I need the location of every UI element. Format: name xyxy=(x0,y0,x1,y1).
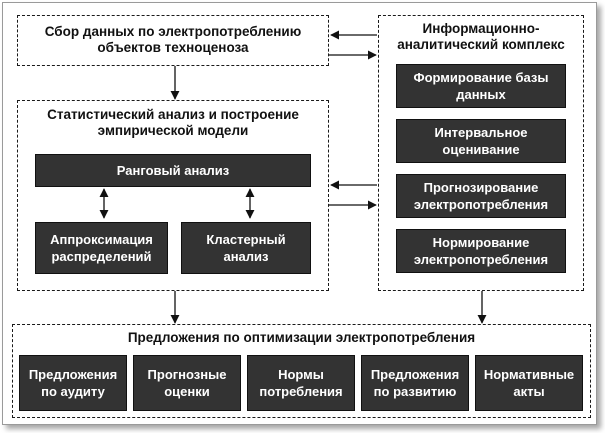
iac-item-interval-estimation: Интервальное оценивание xyxy=(396,119,566,163)
proposal-consumption-norms: Нормы потребления xyxy=(247,355,355,411)
proposal-audit: Предложения по аудиту xyxy=(19,355,127,411)
info-analytical-complex-title: Информационно- аналитический комплекс xyxy=(397,21,565,52)
statistical-analysis-box: Статистический анализ и построение эмпир… xyxy=(17,100,329,291)
rank-analysis-block: Ранговый анализ xyxy=(35,154,311,187)
proposals-title: Предложения по оптимизации электропотреб… xyxy=(127,330,476,345)
cluster-analysis-block: Кластерный анализ xyxy=(181,222,311,274)
iac-item-forecasting: Прогнозирование электропотребления xyxy=(396,174,566,218)
proposal-forecasts: Прогнозные оценки xyxy=(133,355,241,411)
iac-item-normalization: Нормирование электропотребления xyxy=(396,229,566,273)
proposal-development: Предложения по развитию xyxy=(361,355,469,411)
data-collection-title: Сбор данных по электропотреблению объект… xyxy=(44,24,302,55)
distribution-approximation-block: Аппроксимация распределений xyxy=(35,222,168,274)
data-collection-box: Сбор данных по электропотреблению объект… xyxy=(17,15,329,66)
statistical-analysis-title: Статистический анализ и построение эмпир… xyxy=(47,107,299,138)
proposals-box: Предложения по оптимизации электропотреб… xyxy=(12,324,591,418)
info-analytical-complex-box: Информационно- аналитический комплекс Фо… xyxy=(378,15,584,291)
proposal-regulations: Нормативные акты xyxy=(475,355,583,411)
iac-item-database: Формирование базы данных xyxy=(396,64,566,108)
